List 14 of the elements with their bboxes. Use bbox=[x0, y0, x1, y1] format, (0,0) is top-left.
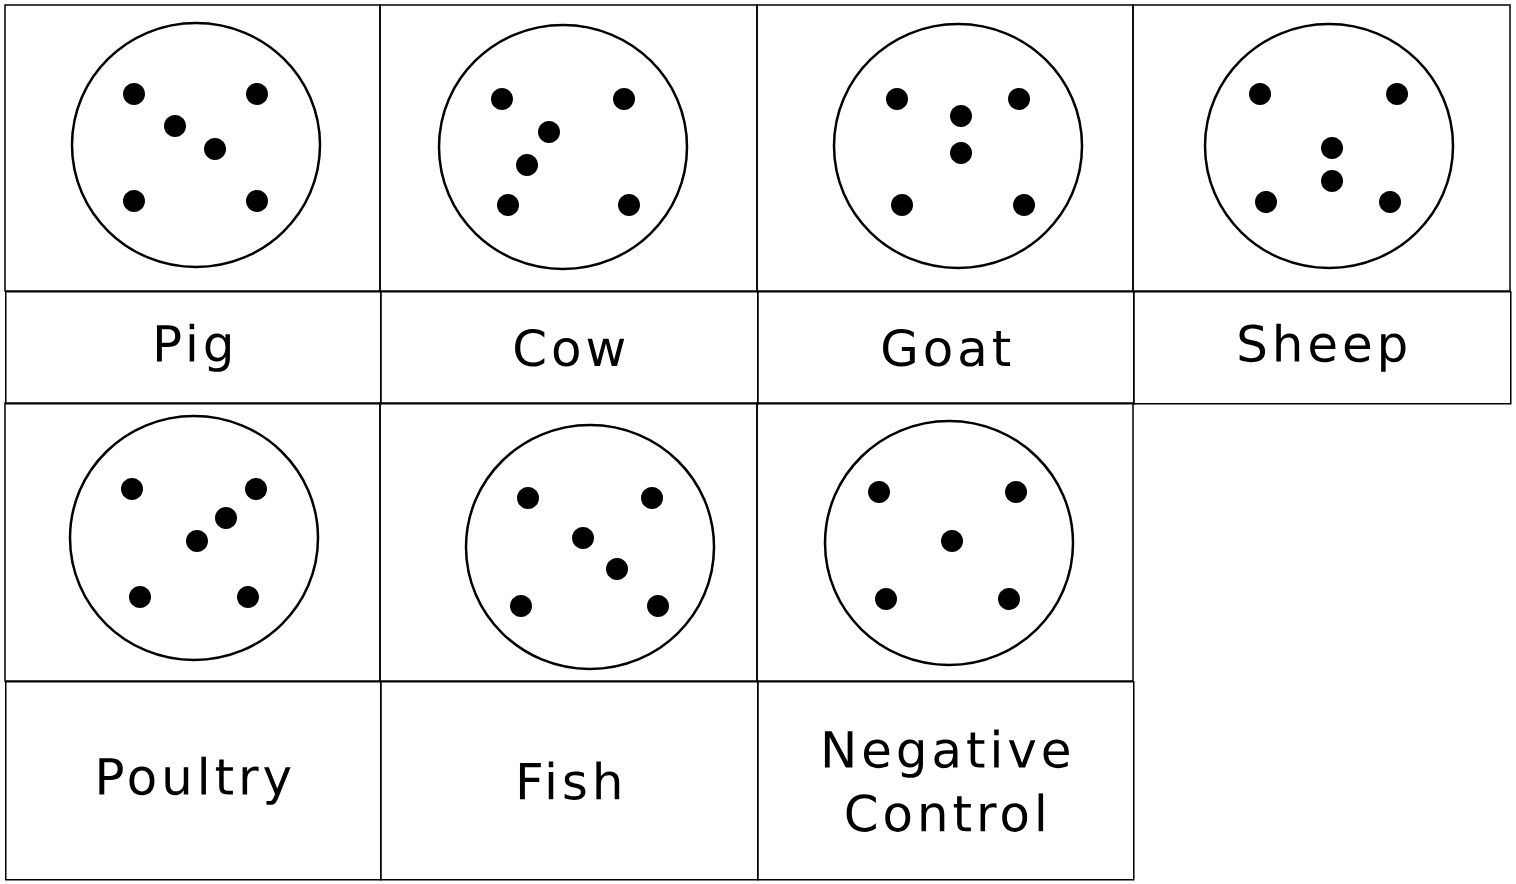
dish-drawing bbox=[68, 414, 320, 662]
dish-drawing bbox=[823, 419, 1075, 667]
label-cell: Cow bbox=[380, 291, 759, 405]
label-cell: Poultry bbox=[5, 681, 382, 881]
label-cell: Pig bbox=[5, 291, 382, 405]
dish-drawing bbox=[464, 423, 716, 671]
label-cell: Sheep bbox=[1133, 291, 1512, 405]
dish-drawing bbox=[832, 22, 1084, 270]
dish-drawing bbox=[1203, 22, 1455, 270]
dish-drawing bbox=[70, 21, 322, 269]
dish-drawing bbox=[437, 23, 689, 271]
label-cell: Goat bbox=[757, 291, 1135, 405]
label-cell: Negative Control bbox=[757, 681, 1135, 881]
label-cell: Fish bbox=[380, 681, 759, 881]
